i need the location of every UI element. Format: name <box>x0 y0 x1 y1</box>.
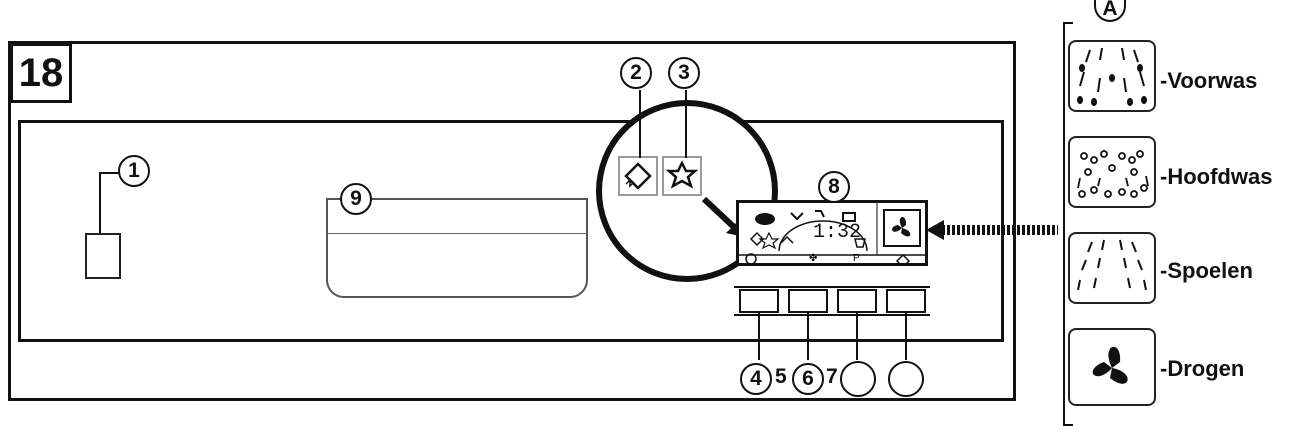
button-row <box>734 286 930 316</box>
display-icons: ✤ P <box>739 203 925 269</box>
callout-8: 8 <box>818 171 850 203</box>
clipped-caption <box>0 0 120 8</box>
display-readout: 1:32 <box>813 221 862 244</box>
fan-icon <box>892 217 911 237</box>
legend-icon-rinse <box>1068 232 1156 304</box>
fan-icon <box>1092 346 1128 384</box>
rinse-aid-icon <box>624 162 652 190</box>
main-switch[interactable] <box>85 233 121 279</box>
svg-text:P: P <box>853 253 860 263</box>
legend-marker: A <box>1094 0 1126 22</box>
button-1[interactable] <box>739 289 779 313</box>
callout-1: 1 <box>118 155 150 187</box>
prewash-icon <box>1077 47 1147 106</box>
label-5: 5 <box>775 365 787 388</box>
button-3[interactable] <box>837 289 877 313</box>
control-display: ✤ P 1:32 <box>736 200 928 269</box>
star-icon <box>665 160 699 189</box>
tablet-icon <box>755 213 775 225</box>
callout-empty-1 <box>840 361 876 397</box>
svg-text:✤: ✤ <box>809 253 817 263</box>
eco-icon <box>842 212 856 222</box>
callout-4: 4 <box>740 363 772 395</box>
rinse-icon <box>1077 239 1147 291</box>
callout-9: 9 <box>340 183 372 215</box>
legend-label-mainwash: -Hoofdwas <box>1160 164 1273 189</box>
arc-indicator <box>778 220 868 252</box>
callout-2: 2 <box>620 57 652 89</box>
detergent-tray-lip <box>326 198 588 234</box>
callout-empty-2 <box>888 361 924 397</box>
rinse-aid-indicator <box>618 156 658 196</box>
callout-3: 3 <box>668 57 700 89</box>
appliance-panel-outer <box>8 41 1016 401</box>
star-icon <box>758 231 780 250</box>
detergent-tray[interactable] <box>326 198 588 298</box>
half-load-icon <box>780 235 794 244</box>
basket-icon <box>854 238 866 248</box>
tap-icon <box>790 212 804 221</box>
legend-icon-drying <box>1068 328 1156 406</box>
legend-label-rinse: -Spoelen <box>1160 258 1253 283</box>
callout-6: 6 <box>792 363 824 395</box>
figure-number: 18 <box>10 43 72 103</box>
fan-indicator <box>883 209 921 247</box>
leader-lines-2-3 <box>639 90 687 158</box>
legend-icon-mainwash <box>1068 136 1156 208</box>
legend-label-drying: -Drogen <box>1160 356 1245 381</box>
dashed-arrow <box>926 220 1058 240</box>
salt-indicator <box>662 156 702 196</box>
legend-icon-prewash <box>1068 40 1156 112</box>
spray-icon <box>815 210 825 218</box>
label-7: 7 <box>826 365 838 388</box>
start-icon <box>895 253 911 269</box>
leader-line-1 <box>99 172 120 233</box>
button-4[interactable] <box>886 289 926 313</box>
legend-label-prewash: -Voorwas <box>1160 68 1258 93</box>
button-2[interactable] <box>788 289 828 313</box>
mainwash-icon <box>1077 150 1149 198</box>
button-leader-lines <box>758 312 907 360</box>
legend-bracket <box>1063 22 1073 426</box>
